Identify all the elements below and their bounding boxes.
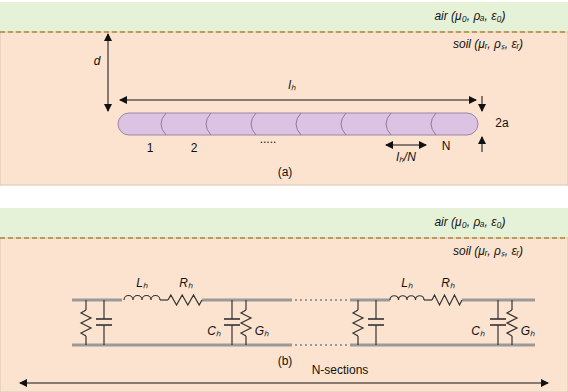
ground-surface bbox=[0, 31, 568, 33]
top-rail bbox=[202, 299, 292, 302]
segment-divider bbox=[341, 113, 346, 135]
capacitor-plate bbox=[490, 318, 506, 320]
rails bbox=[72, 300, 535, 345]
length-arrow bbox=[120, 100, 476, 101]
omitted-sections bbox=[295, 300, 348, 345]
dotted-rail bbox=[295, 344, 348, 346]
segment-number: 1 bbox=[147, 142, 154, 156]
resistor-symbol bbox=[507, 310, 517, 336]
wire bbox=[103, 300, 104, 319]
wire bbox=[357, 300, 358, 310]
bottom-rail bbox=[350, 344, 535, 347]
dimension-label: lₕ bbox=[288, 79, 296, 93]
resistor-symbol bbox=[81, 310, 91, 336]
segment-number: 2 bbox=[191, 142, 198, 156]
segment-divider bbox=[296, 113, 301, 135]
segment-divider bbox=[251, 113, 256, 135]
wire bbox=[375, 325, 376, 345]
resistor-symbol bbox=[168, 295, 202, 305]
component-label: Cₕ bbox=[471, 325, 485, 339]
inductor-symbol bbox=[390, 296, 424, 300]
segment-arrow bbox=[386, 145, 426, 146]
segment-divider bbox=[386, 113, 391, 135]
component-label: Rₕ bbox=[441, 277, 455, 291]
resistor-symbol bbox=[432, 295, 462, 305]
dimension-label: lₕ/N bbox=[396, 151, 416, 165]
ellipsis: ..... bbox=[260, 133, 277, 147]
dimension-label: N-sections bbox=[312, 364, 369, 378]
depth-arrow bbox=[108, 34, 109, 111]
component-label: Lₕ bbox=[401, 277, 413, 291]
component-label: Gₕ bbox=[255, 325, 269, 339]
wire bbox=[511, 300, 512, 310]
soil-region bbox=[0, 32, 568, 185]
soil-region bbox=[0, 238, 568, 392]
segment-number: N bbox=[442, 140, 451, 154]
diameter-arrow bbox=[482, 96, 483, 111]
medium-label: air (μ₀, ρₐ, ε₀) bbox=[434, 10, 505, 24]
panel-label: (a) bbox=[278, 166, 293, 180]
wire bbox=[231, 300, 232, 319]
wire bbox=[103, 325, 104, 345]
component-label: Gₕ bbox=[521, 325, 535, 339]
dimension-label: d bbox=[94, 55, 101, 69]
wire bbox=[424, 299, 432, 300]
resistor-symbol bbox=[241, 310, 251, 336]
component-label: Lₕ bbox=[136, 277, 148, 291]
circuit-elements bbox=[81, 295, 517, 345]
ground-surface bbox=[0, 237, 568, 239]
wire bbox=[497, 325, 498, 345]
segment-dividers bbox=[161, 113, 436, 135]
electrode bbox=[118, 113, 478, 135]
wire bbox=[85, 300, 86, 310]
medium-label: soil (μᵣ, ρₛ, εᵣ) bbox=[453, 245, 523, 259]
bottom-rail bbox=[72, 344, 292, 347]
air-region bbox=[0, 2, 568, 32]
capacitor-plate bbox=[96, 318, 112, 320]
wire bbox=[231, 325, 232, 345]
medium-label: air (μ₀, ρₐ, ε₀) bbox=[434, 216, 505, 230]
resistor-symbol bbox=[353, 310, 363, 336]
dotted-rail bbox=[295, 299, 348, 301]
wire bbox=[245, 336, 246, 345]
wire bbox=[497, 300, 498, 319]
component-label: Cₕ bbox=[207, 325, 221, 339]
wire bbox=[357, 336, 358, 345]
air-region bbox=[0, 208, 568, 238]
component-label: Rₕ bbox=[179, 277, 193, 291]
segment-divider bbox=[206, 113, 211, 135]
top-rail bbox=[72, 299, 122, 302]
panel-label: (b) bbox=[278, 355, 293, 369]
segment-divider bbox=[431, 113, 436, 135]
segment-divider bbox=[161, 113, 166, 135]
diameter-arrow bbox=[482, 137, 483, 152]
capacitor-plate bbox=[368, 318, 384, 320]
dimension-label: 2a bbox=[495, 117, 508, 131]
wire bbox=[160, 299, 168, 300]
top-rail bbox=[350, 299, 390, 302]
medium-label: soil (μᵣ, ρₛ, εᵣ) bbox=[453, 38, 523, 52]
wire bbox=[85, 336, 86, 345]
wire bbox=[245, 300, 246, 310]
wire bbox=[511, 336, 512, 345]
span-arrow bbox=[20, 383, 548, 384]
capacitor-plate bbox=[224, 318, 240, 320]
wire bbox=[375, 300, 376, 319]
inductor-symbol bbox=[124, 296, 160, 301]
